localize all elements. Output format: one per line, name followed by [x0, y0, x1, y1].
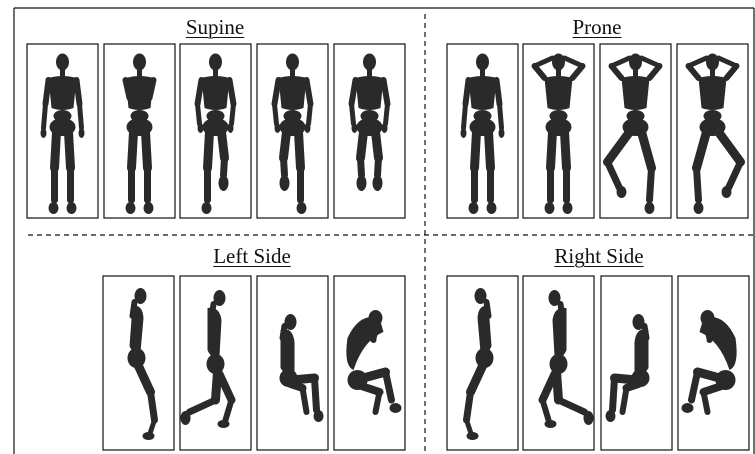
supine-title: Supine	[186, 17, 244, 38]
right-side-panel-4	[678, 276, 749, 450]
prone-figure-4	[689, 54, 741, 215]
right-side-figure-4	[682, 310, 737, 413]
right-side-figure-3	[606, 314, 650, 422]
left-side-panel-4	[334, 276, 405, 450]
right-side-figure-2	[543, 290, 594, 428]
supine-figure-1	[41, 54, 85, 215]
supine-figure-4	[275, 54, 311, 215]
prone-title: Prone	[573, 17, 622, 38]
right-side-figure-1	[467, 288, 494, 440]
left-side-panel-frames	[103, 276, 405, 450]
right-side-title: Right Side	[554, 246, 643, 267]
left-side-figure-4	[346, 310, 401, 413]
supine-figure-3	[198, 54, 234, 215]
left-side-title: Left Side	[213, 246, 291, 267]
right-side-panel-frames	[447, 276, 749, 450]
prone-figure-2	[535, 54, 583, 215]
outer-border	[14, 8, 754, 454]
left-side-figure-3	[280, 314, 324, 422]
left-side-figure-2	[181, 290, 232, 428]
supine-figure-2	[126, 54, 154, 215]
prone-figure-1	[461, 54, 505, 215]
left-side-figure-1	[128, 288, 155, 440]
supine-figure-5	[352, 54, 388, 192]
prone-figure-3	[608, 54, 660, 215]
